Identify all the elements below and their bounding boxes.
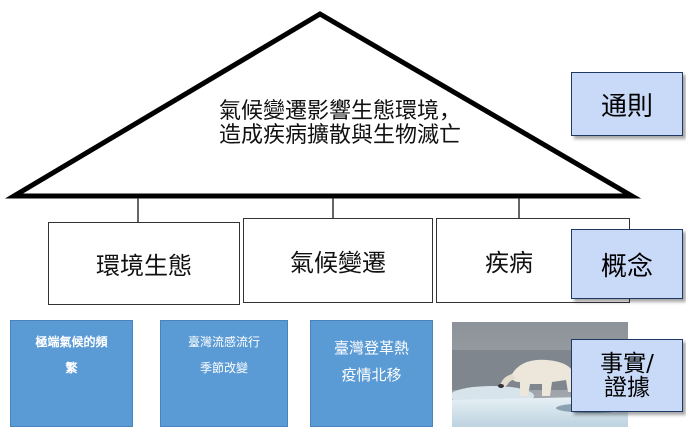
- generalization-line-1: 氣候變遷影響生態環境，: [218, 99, 461, 124]
- concept-label: 氣候變遷: [290, 249, 386, 277]
- concept-box-environment: 環境生態: [48, 222, 240, 305]
- generalization-text: 氣候變遷影響生態環境， 造成疾病擴散與生物滅亡: [150, 100, 530, 148]
- fact-line: 繁: [65, 361, 78, 375]
- fact-line: 臺灣登革熱: [333, 339, 409, 357]
- generalization-triangle: [4, 11, 642, 199]
- fact-box-flu-season: 臺灣流感流行 季節改變: [160, 320, 288, 427]
- level-label-concept: 概念: [571, 229, 683, 299]
- level-label-text: 事實/: [600, 350, 654, 377]
- fact-line: 臺灣流感流行: [187, 335, 260, 349]
- level-label-rule: 通則: [571, 72, 683, 136]
- concept-box-climate-change: 氣候變遷: [243, 218, 433, 303]
- fact-line: 極端氣候的頻: [35, 335, 108, 349]
- generalization-line-2: 造成疾病擴散與生物滅亡: [218, 123, 461, 148]
- level-label-fact: 事實/ 證據: [571, 339, 683, 412]
- level-label-text: 通則: [600, 91, 653, 122]
- level-label-text: 概念: [600, 251, 653, 282]
- level-label-text: 證據: [604, 374, 650, 401]
- fact-box-dengue: 臺灣登革熱 疫情北移: [310, 320, 433, 427]
- concept-label: 疾病: [485, 249, 533, 277]
- concept-label: 環境生態: [96, 252, 192, 280]
- fact-box-extreme-weather: 極端氣候的頻 繁: [10, 320, 133, 427]
- fact-line: 季節改變: [199, 361, 248, 375]
- fact-line: 疫情北移: [341, 366, 402, 384]
